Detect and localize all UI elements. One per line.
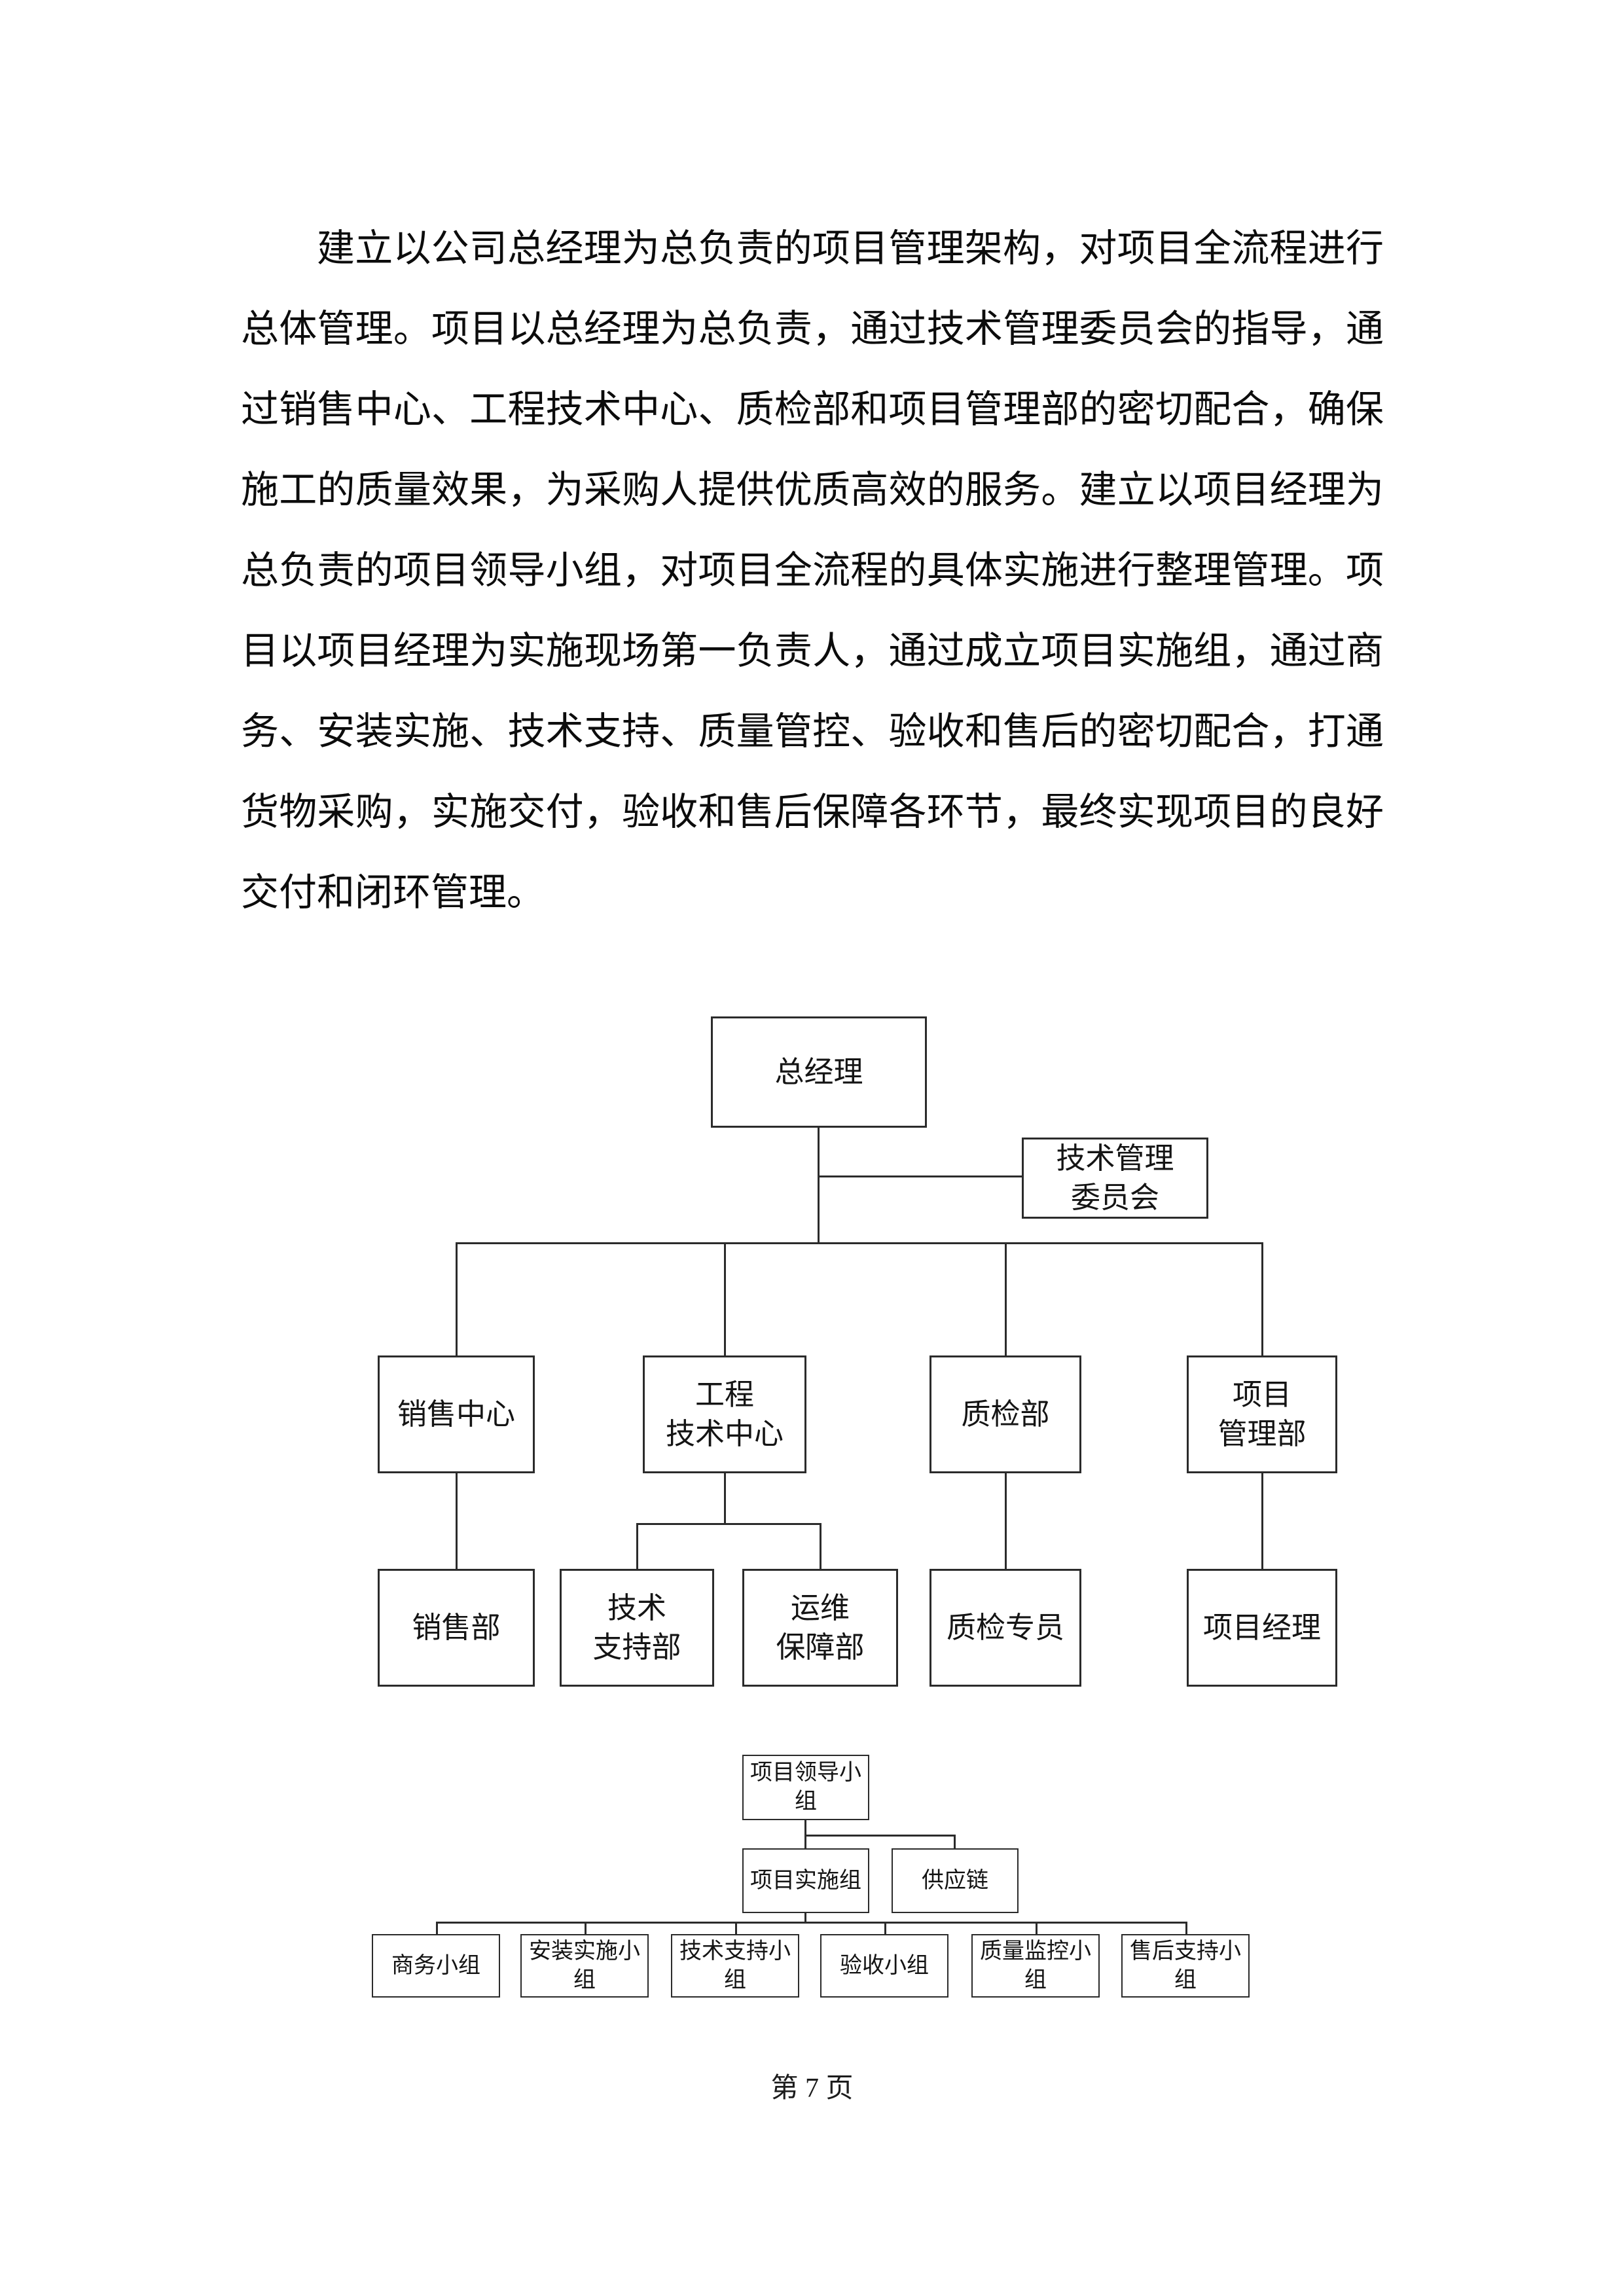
paragraph-line: 施工的质量效果，为采购人提供优质高效的服务。建立以项目经理为 — [241, 469, 1384, 511]
org-node-pm-department: 项目 管理部 — [1187, 1355, 1337, 1473]
connector-line — [636, 1523, 638, 1569]
page-number: 第 7 页 — [770, 2073, 854, 2104]
connector-line — [1036, 1922, 1038, 1934]
connector-line — [1005, 1473, 1007, 1569]
paragraph-line: 总负责的项目领导小组，对项目全流程的具体实施进行整理管理。项 — [241, 549, 1384, 592]
org-node-quality-monitor-team: 质量监控小组 — [971, 1934, 1100, 1998]
paragraph-line: 建立以公司总经理为总负责的项目管理架构，对项目全流程进行 — [317, 227, 1384, 270]
connector-line — [436, 1922, 1187, 1924]
connector-line — [724, 1242, 726, 1355]
paragraph-line: 过销售中心、工程技术中心、质检部和项目管理部的密切配合，确保 — [241, 388, 1384, 431]
org-node-after-sales-team: 售后支持小组 — [1121, 1934, 1250, 1998]
org-node-acceptance-team: 验收小组 — [820, 1934, 948, 1998]
paragraph-line: 目以项目经理为实施现场第一负责人，通过成立项目实施组，通过商 — [241, 630, 1384, 672]
org-node-leading-group: 项目领导小组 — [742, 1755, 869, 1820]
body-paragraph: 建立以公司总经理为总负责的项目管理架构，对项目全流程进行 总体管理。项目以总经理… — [241, 208, 1384, 933]
org-node-project-manager: 项目经理 — [1187, 1569, 1337, 1687]
org-node-tech-committee: 技术管理 委员会 — [1022, 1138, 1208, 1219]
connector-line — [818, 1175, 1022, 1177]
paragraph-line: 务、安装实施、技术支持、质量管控、验收和售后的密切配合，打通 — [241, 710, 1384, 753]
paragraph-line: 货物采购，实施交付，验收和售后保障各环节，最终实现项目的良好 — [241, 791, 1384, 833]
org-node-om-support-department: 运维 保障部 — [742, 1569, 898, 1687]
org-node-installation-team: 安装实施小组 — [520, 1934, 649, 1998]
connector-line — [636, 1523, 821, 1525]
org-node-tech-support-department: 技术 支持部 — [560, 1569, 714, 1687]
connector-line — [804, 1820, 806, 1835]
connector-line — [804, 1835, 806, 1848]
connector-line — [724, 1473, 726, 1525]
paragraph-line: 交付和闭环管理。 — [241, 871, 545, 914]
org-node-supply-chain: 供应链 — [892, 1848, 1019, 1913]
connector-line — [436, 1922, 438, 1934]
org-node-sales-center: 销售中心 — [378, 1355, 535, 1473]
org-node-qc-department: 质检部 — [929, 1355, 1081, 1473]
paragraph-line: 总体管理。项目以总经理为总负责，通过技术管理委员会的指导，通 — [241, 308, 1384, 350]
org-node-general-manager: 总经理 — [711, 1016, 927, 1128]
org-node-engineering-center: 工程 技术中心 — [643, 1355, 806, 1473]
connector-line — [585, 1922, 586, 1934]
connector-line — [456, 1473, 458, 1569]
connector-line — [1185, 1922, 1187, 1934]
connector-line — [1261, 1473, 1263, 1569]
org-node-business-team: 商务小组 — [372, 1934, 500, 1998]
connector-line — [820, 1523, 821, 1569]
org-node-implementation-group: 项目实施组 — [742, 1848, 869, 1913]
connector-line — [456, 1242, 458, 1355]
connector-line — [804, 1913, 806, 1922]
org-node-sales-department: 销售部 — [378, 1569, 535, 1687]
org-node-tech-support-team: 技术支持小组 — [671, 1934, 799, 1998]
connector-line — [804, 1835, 956, 1837]
connector-line — [884, 1922, 886, 1934]
connector-line — [1005, 1242, 1007, 1355]
connector-line — [456, 1242, 1263, 1244]
connector-line — [735, 1922, 737, 1934]
connector-line — [954, 1835, 956, 1848]
connector-line — [1261, 1242, 1263, 1355]
connector-line — [818, 1128, 820, 1242]
org-node-qc-specialist: 质检专员 — [929, 1569, 1081, 1687]
